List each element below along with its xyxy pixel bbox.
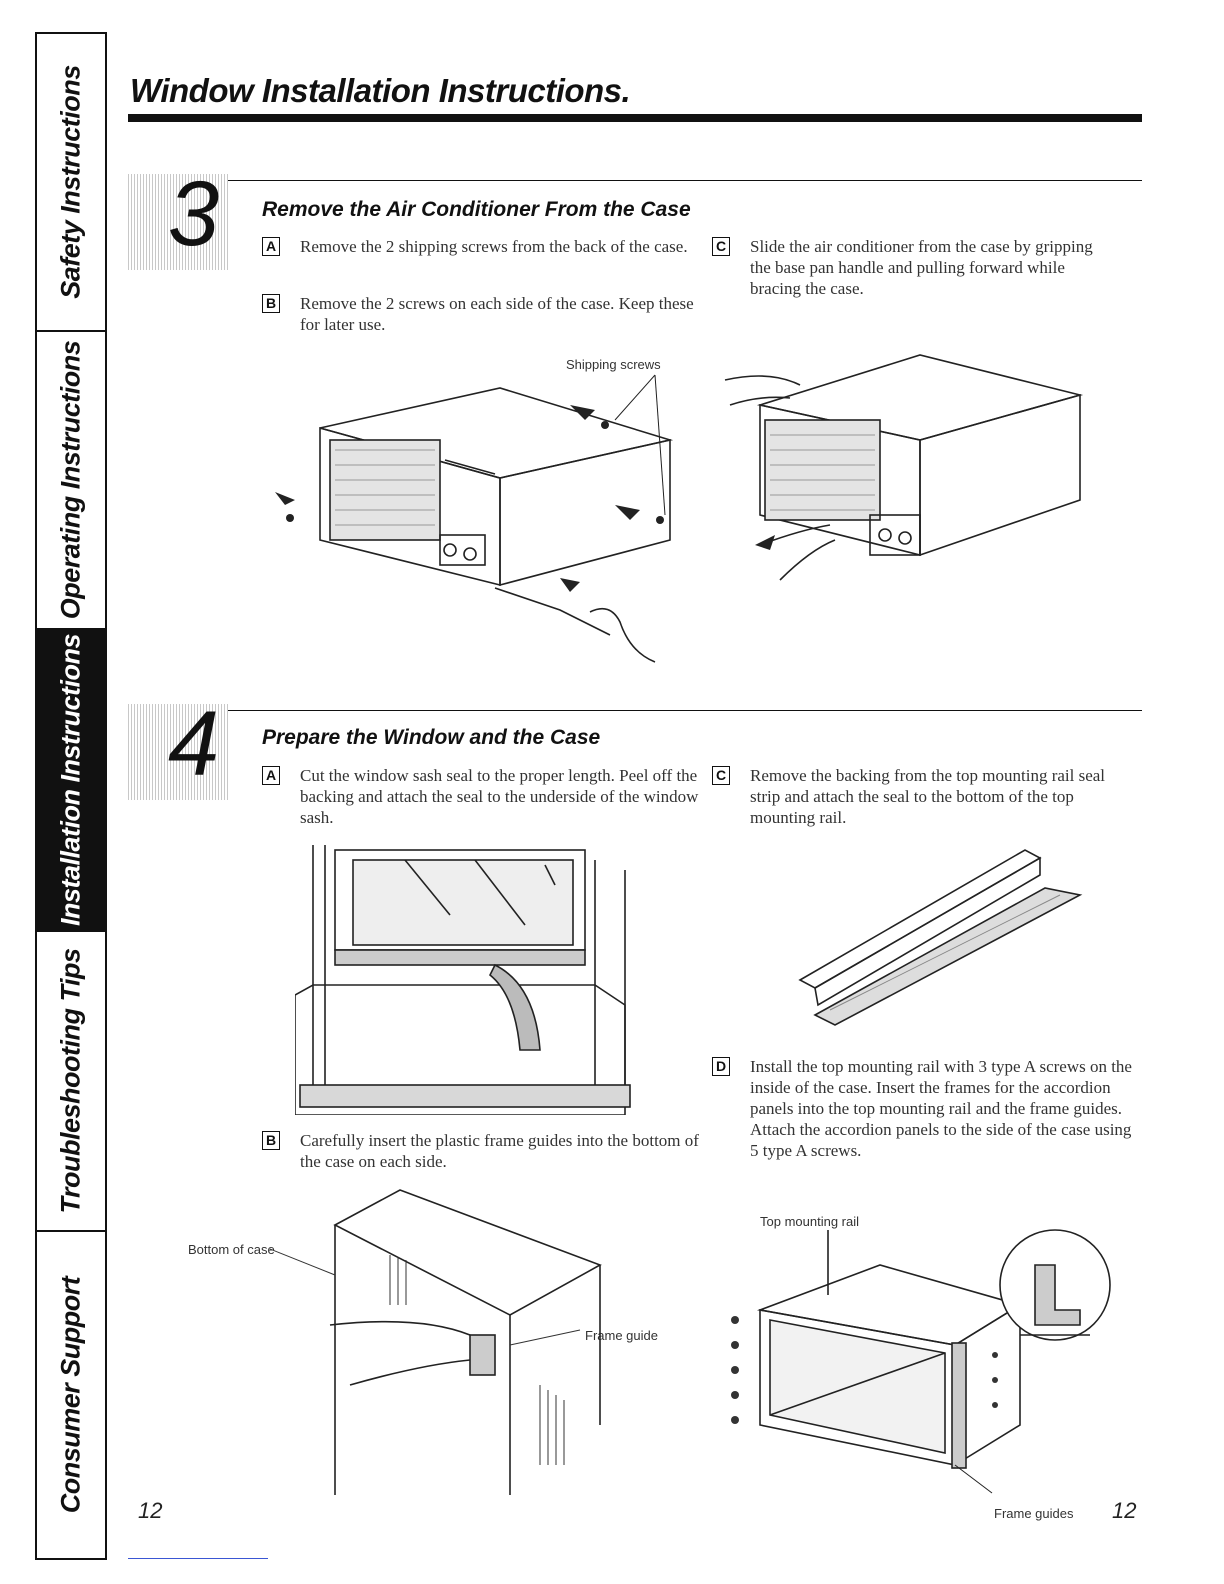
tab-troubleshooting-tips[interactable]: Troubleshooting Tips: [37, 932, 105, 1232]
caption-bottom-of-case: Bottom of case: [188, 1242, 275, 1257]
step-letter-a: A: [262, 237, 280, 256]
instruction-text: Remove the 2 shipping screws from the ba…: [300, 237, 688, 256]
figure-slide-chassis: [724, 354, 1084, 581]
tab-label: Consumer Support: [55, 1276, 86, 1514]
step3-instruction-b: B Remove the 2 screws on each side of th…: [262, 293, 702, 335]
instruction-text: Carefully insert the plastic frame guide…: [300, 1131, 699, 1171]
step-letter-c: C: [712, 766, 730, 785]
tab-label: Safety Instructions: [55, 65, 86, 299]
caption-shipping-screws: Shipping screws: [566, 357, 661, 372]
page-number-left: 12: [138, 1498, 163, 1523]
step4-instruction-c: C Remove the backing from the top mounti…: [712, 765, 1132, 828]
instruction-text: Cut the window sash seal to the proper l…: [300, 766, 699, 827]
tab-label: Installation Instructions: [55, 633, 86, 927]
tab-consumer-support[interactable]: Consumer Support: [37, 1232, 105, 1558]
tab-label: Troubleshooting Tips: [55, 948, 86, 1214]
caption-top-mounting-rail: Top mounting rail: [760, 1214, 859, 1229]
page-title: Window Installation Instructions.: [130, 72, 631, 109]
step4-rule: [228, 710, 1142, 711]
figure-frame-guide-insert: [270, 1189, 602, 1495]
section-sidebar: Safety Instructions Operating Instructio…: [35, 32, 107, 1560]
step4-number-badge: 4: [128, 698, 228, 800]
figure-mounting-rail: [798, 849, 1083, 1026]
step3-instruction-c: C Slide the air conditioner from the cas…: [712, 236, 1112, 299]
figure-accordion-install: [731, 1229, 1111, 1494]
step3-number: 3: [168, 163, 220, 265]
tab-safety-instructions[interactable]: Safety Instructions: [37, 34, 105, 332]
step-letter-a: A: [262, 766, 280, 785]
tab-installation-instructions[interactable]: Installation Instructions: [37, 630, 105, 932]
instruction-text: Remove the 2 screws on each side of the …: [300, 294, 694, 334]
instruction-text: Remove the backing from the top mounting…: [750, 766, 1106, 827]
tab-label: Operating Instructions: [55, 340, 86, 620]
step4-instruction-d: D Install the top mounting rail with 3 t…: [712, 1056, 1132, 1161]
page-number-right: 12: [1112, 1498, 1137, 1523]
step-letter-b: B: [262, 294, 280, 313]
step4-instruction-a: A Cut the window sash seal to the proper…: [262, 765, 702, 828]
instruction-text: Install the top mounting rail with 3 typ…: [750, 1057, 1132, 1160]
step-letter-b: B: [262, 1131, 280, 1150]
step4-number: 4: [168, 693, 220, 795]
step3-heading: Remove the Air Conditioner From the Case: [262, 198, 691, 221]
caption-frame-guide: Frame guide: [585, 1328, 658, 1343]
step3-number-badge: 3: [128, 168, 228, 270]
figure-window-sash: [295, 845, 631, 1115]
step4-instruction-b: B Carefully insert the plastic frame gui…: [262, 1130, 702, 1172]
step-letter-c: C: [712, 237, 730, 256]
step3-instruction-a: A Remove the 2 shipping screws from the …: [262, 236, 702, 257]
instruction-text: Slide the air conditioner from the case …: [750, 237, 1093, 298]
figure-remove-screws: [275, 374, 674, 663]
bottom-link-line: [128, 1558, 268, 1559]
caption-frame-guides: Frame guides: [994, 1506, 1074, 1521]
step4-heading: Prepare the Window and the Case: [262, 726, 601, 749]
tab-operating-instructions[interactable]: Operating Instructions: [37, 332, 105, 630]
title-rule: [128, 114, 1142, 122]
step3-rule: [228, 180, 1142, 181]
step-letter-d: D: [712, 1057, 730, 1076]
